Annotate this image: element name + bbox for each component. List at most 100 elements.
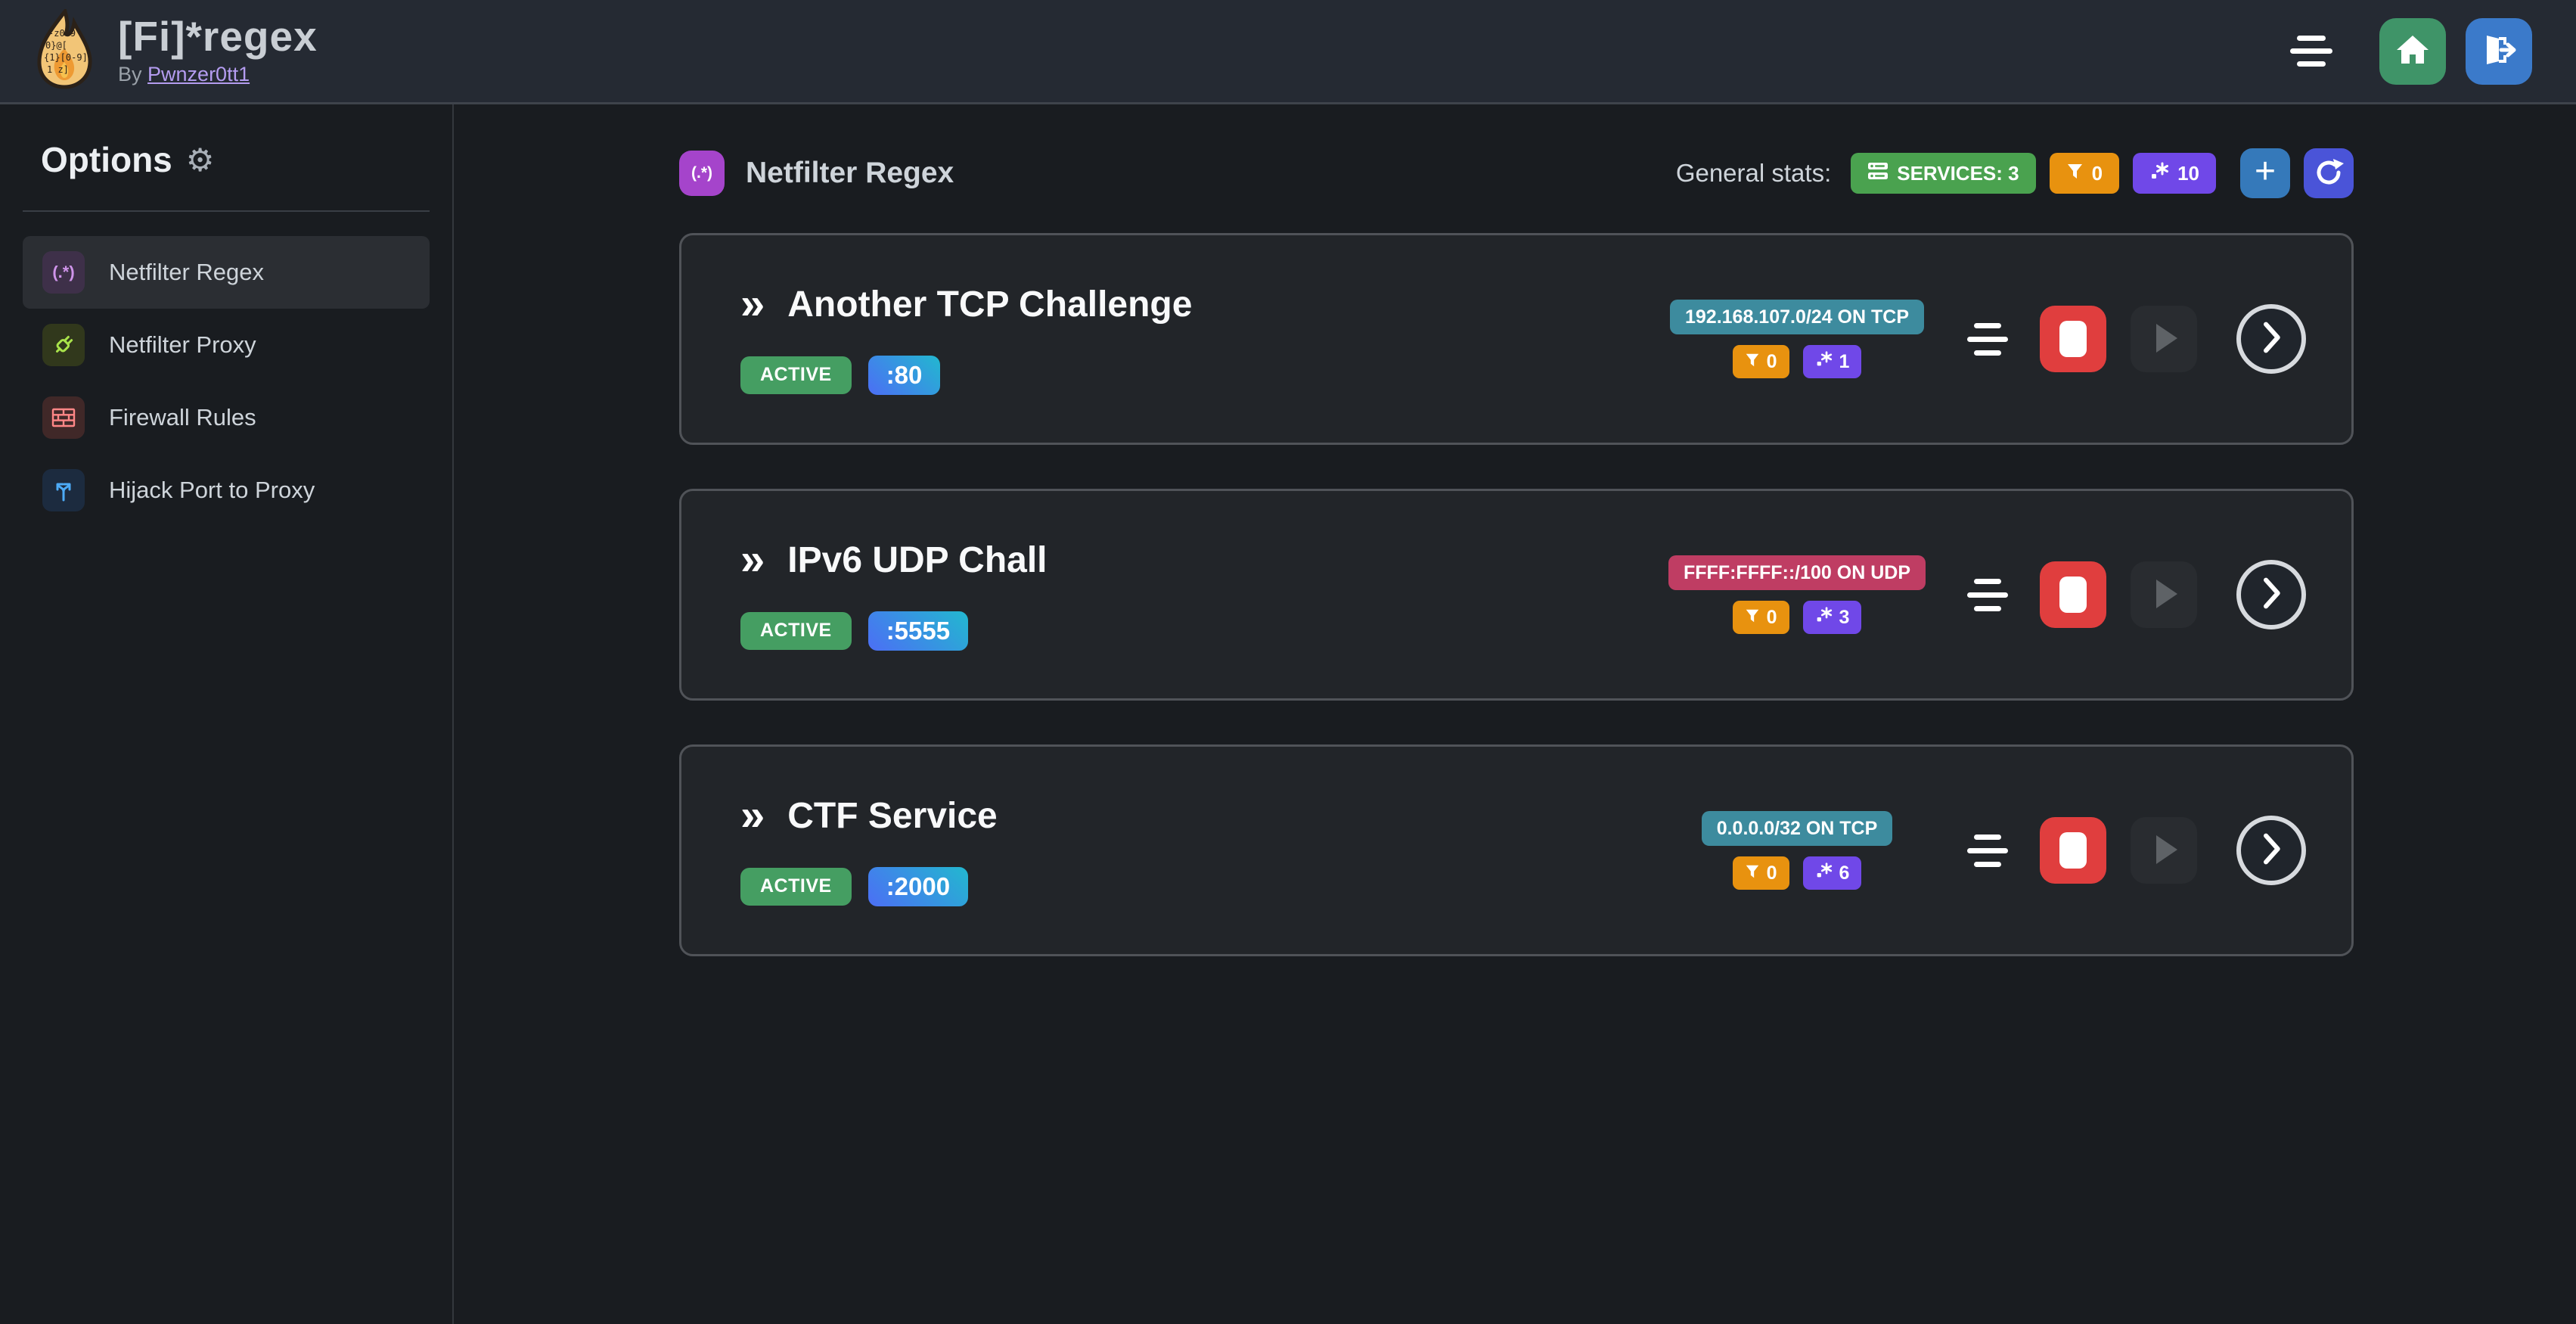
refresh-icon: [2313, 157, 2345, 191]
play-icon: [2131, 816, 2197, 885]
menu-icon: [1974, 578, 2001, 584]
svg-text:-z0-9: -z0-9: [48, 28, 76, 39]
add-service-button[interactable]: +: [2240, 148, 2290, 198]
port-badge: :2000: [867, 866, 969, 906]
menu-icon: [1974, 834, 2001, 840]
regexes-badge: 1: [1802, 345, 1862, 378]
card-menu-button[interactable]: [1967, 578, 2008, 611]
refresh-button[interactable]: [2304, 148, 2354, 198]
stop-icon: [2059, 577, 2087, 613]
top-bar: -z0-9 0}@[ {1}[0-9] 1 z] [Fi]*regex By P…: [0, 0, 2576, 104]
sidebar-item-netfilter-proxy[interactable]: Netfilter Proxy: [23, 309, 430, 381]
service-card: » Another TCP Challenge ACTIVE :80 192.1…: [679, 233, 2354, 445]
app-title: [Fi]*regex: [118, 13, 318, 60]
author-link[interactable]: Pwnzer0tt1: [147, 63, 250, 85]
regex-page-icon: (.*): [679, 151, 725, 196]
details-button[interactable]: [2236, 816, 2306, 885]
card-menu-button[interactable]: [1967, 322, 2008, 356]
sidebar-nav: (.*) Netfilter Regex: [23, 236, 430, 527]
play-button[interactable]: [2131, 817, 2197, 884]
filters-badge: 0: [1732, 856, 1789, 890]
page-title: Netfilter Regex: [746, 157, 954, 189]
service-name: CTF Service: [787, 795, 998, 836]
double-chevron-icon: »: [740, 534, 765, 584]
home-icon: [2395, 34, 2430, 68]
home-button[interactable]: [2379, 17, 2446, 85]
menu-icon: [2297, 36, 2326, 41]
details-button[interactable]: [2236, 304, 2306, 374]
sidebar-item-netfilter-regex[interactable]: (.*) Netfilter Regex: [23, 236, 430, 309]
plug-icon: [42, 324, 85, 366]
dot-star-icon: [1815, 862, 1833, 884]
service-name: IPv6 UDP Chall: [787, 539, 1047, 580]
regexes-badge: 3: [1802, 601, 1862, 634]
status-badge: ACTIVE: [740, 867, 852, 906]
split-arrows-icon: [42, 469, 85, 511]
address-badge: FFFF:FFFF::/100 ON UDP: [1668, 555, 1926, 590]
port-badge: :5555: [867, 611, 969, 651]
byline: By Pwnzer0tt1: [118, 63, 318, 86]
details-button[interactable]: [2236, 560, 2306, 629]
logout-button[interactable]: [2466, 17, 2532, 85]
double-chevron-icon: »: [740, 278, 765, 328]
menu-button[interactable]: [2290, 36, 2332, 67]
byline-prefix: By: [118, 63, 142, 85]
chevron-right-icon: [2241, 307, 2301, 371]
filters-badge: 0: [1732, 345, 1789, 378]
status-badge: ACTIVE: [740, 356, 852, 394]
dot-star-icon: [2149, 161, 2169, 186]
chevron-right-icon: [2241, 819, 2301, 883]
stop-icon: [2059, 321, 2087, 357]
funnel-icon: [1745, 351, 1760, 373]
main-content: (.*) Netfilter Regex General stats:: [454, 104, 2576, 1324]
logout-icon: [2481, 33, 2517, 70]
brand-text: [Fi]*regex By Pwnzer0tt1: [118, 16, 318, 86]
body: Options ⚙ (.*) Netfilter Regex: [0, 104, 2576, 1324]
chevron-right-icon: [2241, 563, 2301, 627]
sidebar-item-label: Firewall Rules: [109, 404, 256, 430]
sidebar-divider: [23, 210, 430, 212]
stop-icon: [2059, 832, 2087, 869]
stop-button[interactable]: [2040, 561, 2106, 628]
bricks-icon: [42, 396, 85, 439]
service-card: » CTF Service ACTIVE :2000 0.0.0.0/32 ON…: [679, 744, 2354, 956]
sidebar-item-label: Netfilter Proxy: [109, 331, 256, 358]
regex-icon: (.*): [42, 251, 85, 294]
address-badge: 0.0.0.0/32 ON TCP: [1701, 811, 1893, 846]
double-chevron-icon: »: [740, 790, 765, 840]
svg-text:1 z]: 1 z]: [47, 64, 69, 75]
plus-icon: +: [2254, 151, 2277, 191]
funnel-icon: [2066, 162, 2084, 185]
funnel-icon: [1745, 607, 1760, 629]
regexes-count-badge: 10: [2133, 153, 2216, 194]
service-name: Another TCP Challenge: [787, 284, 1193, 325]
port-badge: :80: [867, 355, 941, 395]
address-badge: 192.168.107.0/24 ON TCP: [1669, 300, 1925, 334]
sidebar-item-firewall-rules[interactable]: Firewall Rules: [23, 381, 430, 454]
card-menu-button[interactable]: [1967, 834, 2008, 867]
brand: -z0-9 0}@[ {1}[0-9] 1 z] [Fi]*regex By P…: [32, 7, 318, 93]
sidebar-item-label: Hijack Port to Proxy: [109, 477, 315, 503]
top-actions: [2290, 17, 2532, 85]
stats-label: General stats:: [1675, 159, 1832, 187]
svg-text:0}@[: 0}@[: [45, 40, 67, 51]
play-button[interactable]: [2131, 306, 2197, 372]
filters-count-badge: 0: [2049, 153, 2120, 194]
funnel-icon: [1745, 862, 1760, 884]
stop-button[interactable]: [2040, 817, 2106, 884]
sidebar-item-label: Netfilter Regex: [109, 259, 265, 285]
services-count-badge: SERVICES: 3: [1851, 153, 2036, 194]
filters-badge: 0: [1732, 601, 1789, 634]
page-header: (.*) Netfilter Regex General stats:: [679, 148, 2354, 198]
stop-button[interactable]: [2040, 306, 2106, 372]
play-icon: [2131, 561, 2197, 629]
service-card: » IPv6 UDP Chall ACTIVE :5555 FFFF:FFFF:…: [679, 489, 2354, 701]
server-icon: [1867, 162, 1889, 185]
sidebar-item-hijack-port[interactable]: Hijack Port to Proxy: [23, 454, 430, 527]
play-button[interactable]: [2131, 561, 2197, 628]
status-badge: ACTIVE: [740, 611, 852, 650]
dot-star-icon: [1815, 606, 1833, 629]
dot-star-icon: [1815, 350, 1833, 373]
svg-text:{1}[0-9]: {1}[0-9]: [44, 52, 88, 63]
